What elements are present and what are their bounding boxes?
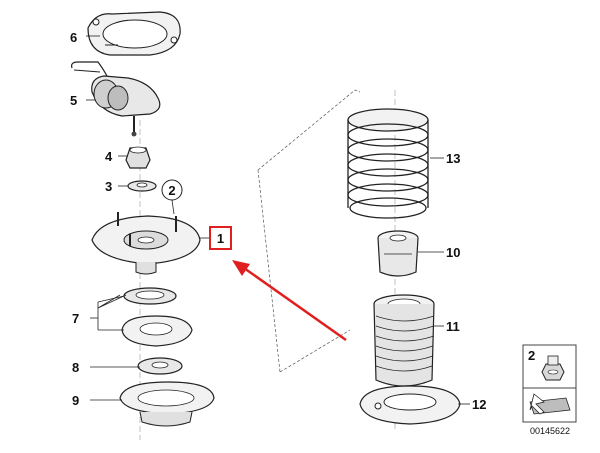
callout-2: 2 bbox=[168, 183, 175, 198]
part-12-spring-pad bbox=[359, 385, 461, 425]
callout-3: 3 bbox=[105, 179, 112, 194]
callout-1-highlight-box bbox=[209, 226, 232, 250]
arrow-tile-icon bbox=[529, 393, 571, 415]
part-13-coil-spring bbox=[347, 108, 429, 219]
part-11-boot bbox=[373, 294, 435, 387]
legend-box: 2 00145622 bbox=[522, 344, 577, 436]
callout-9: 9 bbox=[72, 393, 79, 408]
callout-6: 6 bbox=[70, 30, 77, 45]
grouping-lines bbox=[257, 89, 361, 373]
part-8-washer bbox=[137, 357, 183, 375]
callout-8: 8 bbox=[72, 360, 79, 375]
part-number: 00145622 bbox=[530, 426, 570, 436]
callout-11: 11 bbox=[446, 319, 460, 334]
part-1-strut-mount bbox=[91, 212, 201, 275]
callout-13: 13 bbox=[446, 151, 460, 166]
callout-12: 12 bbox=[472, 397, 486, 412]
callout-5: 5 bbox=[70, 93, 77, 108]
pointer-arrow-icon bbox=[232, 260, 347, 342]
part-5-sensor bbox=[71, 61, 161, 137]
nut-icon bbox=[541, 355, 565, 381]
part-9-spring-seat bbox=[119, 381, 215, 427]
part-10-bump-stop bbox=[377, 230, 419, 277]
part-3-washer bbox=[127, 180, 157, 192]
callout-7: 7 bbox=[72, 311, 79, 326]
callout-10: 10 bbox=[446, 245, 460, 260]
callout-4: 4 bbox=[105, 149, 113, 164]
callout-1: 1 bbox=[217, 231, 224, 246]
part-4-nut bbox=[125, 146, 151, 169]
part-7-bearing bbox=[121, 287, 193, 347]
leader-lines bbox=[86, 35, 470, 405]
legend-number: 2 bbox=[528, 348, 535, 363]
part-6-gasket bbox=[87, 11, 181, 56]
callout-2-circle bbox=[161, 179, 183, 201]
